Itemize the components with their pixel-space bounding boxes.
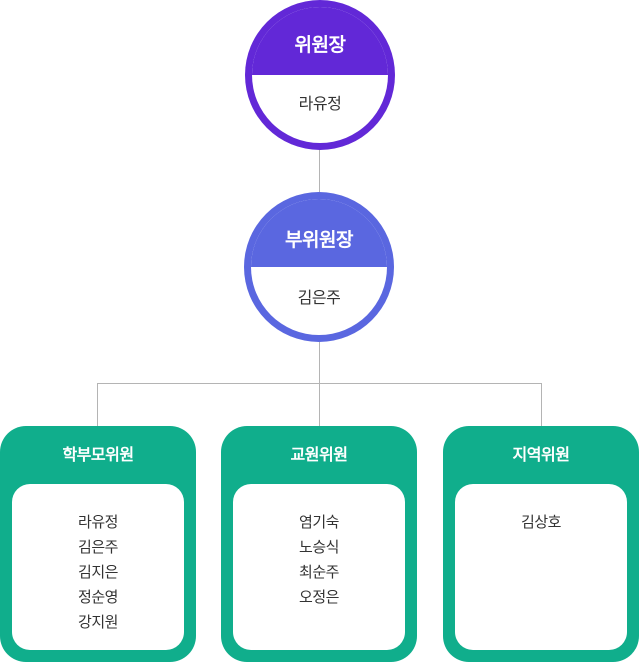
committee-title: 교원위원 — [290, 445, 348, 464]
member-list: 김상호 — [455, 484, 627, 650]
committee-title: 학부모위원 — [62, 445, 134, 464]
connector-vice-down — [319, 342, 320, 383]
vice-chair-node: 부위원장 김은주 — [244, 192, 394, 342]
chair-name: 라유정 — [298, 94, 342, 113]
member-name: 정순영 — [78, 588, 118, 606]
committee-teachers: 교원위원 염기숙 노승식 최순주 오정은 — [221, 426, 417, 662]
committee-community: 지역위원 김상호 — [443, 426, 639, 662]
vice-chair-name: 김은주 — [297, 288, 341, 307]
vice-chair-title: 부위원장 — [285, 229, 353, 251]
member-name: 김지은 — [78, 563, 118, 581]
member-name: 오정은 — [299, 588, 339, 606]
chair-node-header — [252, 7, 388, 75]
member-list: 염기숙 노승식 최순주 오정은 — [233, 484, 405, 650]
committee-parents: 학부모위원 라유정 김은주 김지은 정순영 강지원 — [0, 426, 196, 662]
member-list: 라유정 김은주 김지은 정순영 강지원 — [12, 484, 184, 650]
connector-to-teachers — [319, 383, 320, 427]
chair-title: 위원장 — [294, 34, 346, 56]
vice-chair-node-header — [251, 199, 387, 267]
member-name: 김상호 — [521, 513, 561, 531]
member-name: 라유정 — [78, 513, 118, 531]
member-name: 염기숙 — [299, 513, 339, 531]
vice-chair-node-inner — [251, 199, 387, 335]
member-name: 최순주 — [299, 563, 339, 581]
member-name: 김은주 — [78, 538, 118, 556]
member-name: 강지원 — [78, 613, 118, 631]
member-name: 노승식 — [299, 538, 339, 556]
connector-to-community — [541, 383, 542, 427]
chair-node-inner — [252, 7, 388, 143]
connector-to-parents — [97, 383, 98, 427]
chair-node: 위원장 라유정 — [245, 0, 395, 150]
committee-title: 지역위원 — [512, 445, 570, 464]
connector-chair-to-vice — [319, 150, 320, 192]
